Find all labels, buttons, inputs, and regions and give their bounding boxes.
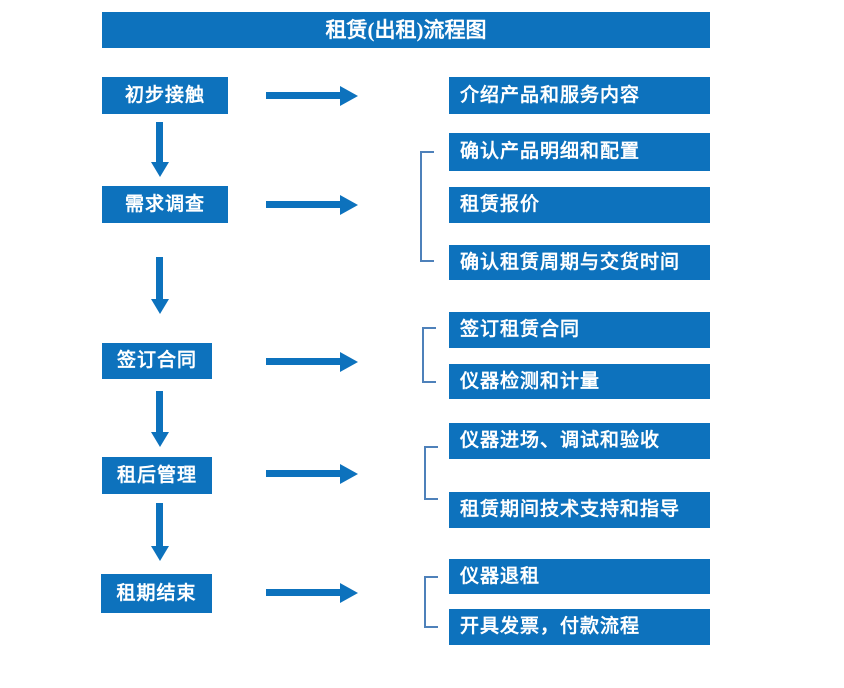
step-1-output-1: 介绍产品和服务内容 [449, 77, 710, 114]
step-2-outputs-bracket [420, 151, 434, 262]
step-2-output-2: 租赁报价 [449, 187, 710, 223]
step-5-output-2: 开具发票，付款流程 [449, 609, 710, 645]
step-1-arrow-right-icon [266, 86, 358, 106]
step-4-output-1: 仪器进场、调试和验收 [449, 423, 710, 459]
step-2-output-1: 确认产品明细和配置 [449, 133, 710, 171]
step-1-box: 初步接触 [102, 77, 228, 114]
step-3-output-1: 签订租赁合同 [449, 312, 710, 348]
step-3-outputs-bracket [422, 327, 436, 383]
step-1-to-2-arrow-down-icon [151, 122, 169, 177]
step-2-arrow-right-icon [266, 195, 358, 215]
step-4-arrow-right-icon [266, 464, 358, 484]
step-3-to-4-arrow-down-icon [151, 391, 169, 447]
step-4-outputs-bracket [424, 446, 438, 500]
step-5-arrow-right-icon [266, 583, 358, 603]
step-5-outputs-bracket [424, 576, 438, 628]
step-5-box: 租期结束 [101, 574, 212, 613]
step-5-output-1: 仪器退租 [449, 559, 710, 594]
step-4-to-5-arrow-down-icon [151, 503, 169, 561]
step-3-arrow-right-icon [266, 352, 358, 372]
step-2-output-3: 确认租赁周期与交货时间 [449, 245, 710, 280]
step-2-to-3-arrow-down-icon [151, 257, 169, 314]
step-4-output-2: 租赁期间技术支持和指导 [449, 492, 710, 528]
step-4-box: 租后管理 [102, 457, 212, 494]
step-2-box: 需求调查 [102, 186, 228, 223]
step-3-output-2: 仪器检测和计量 [449, 364, 710, 399]
step-3-box: 签订合同 [102, 343, 212, 379]
flowchart-title: 租赁(出租)流程图 [102, 12, 710, 48]
